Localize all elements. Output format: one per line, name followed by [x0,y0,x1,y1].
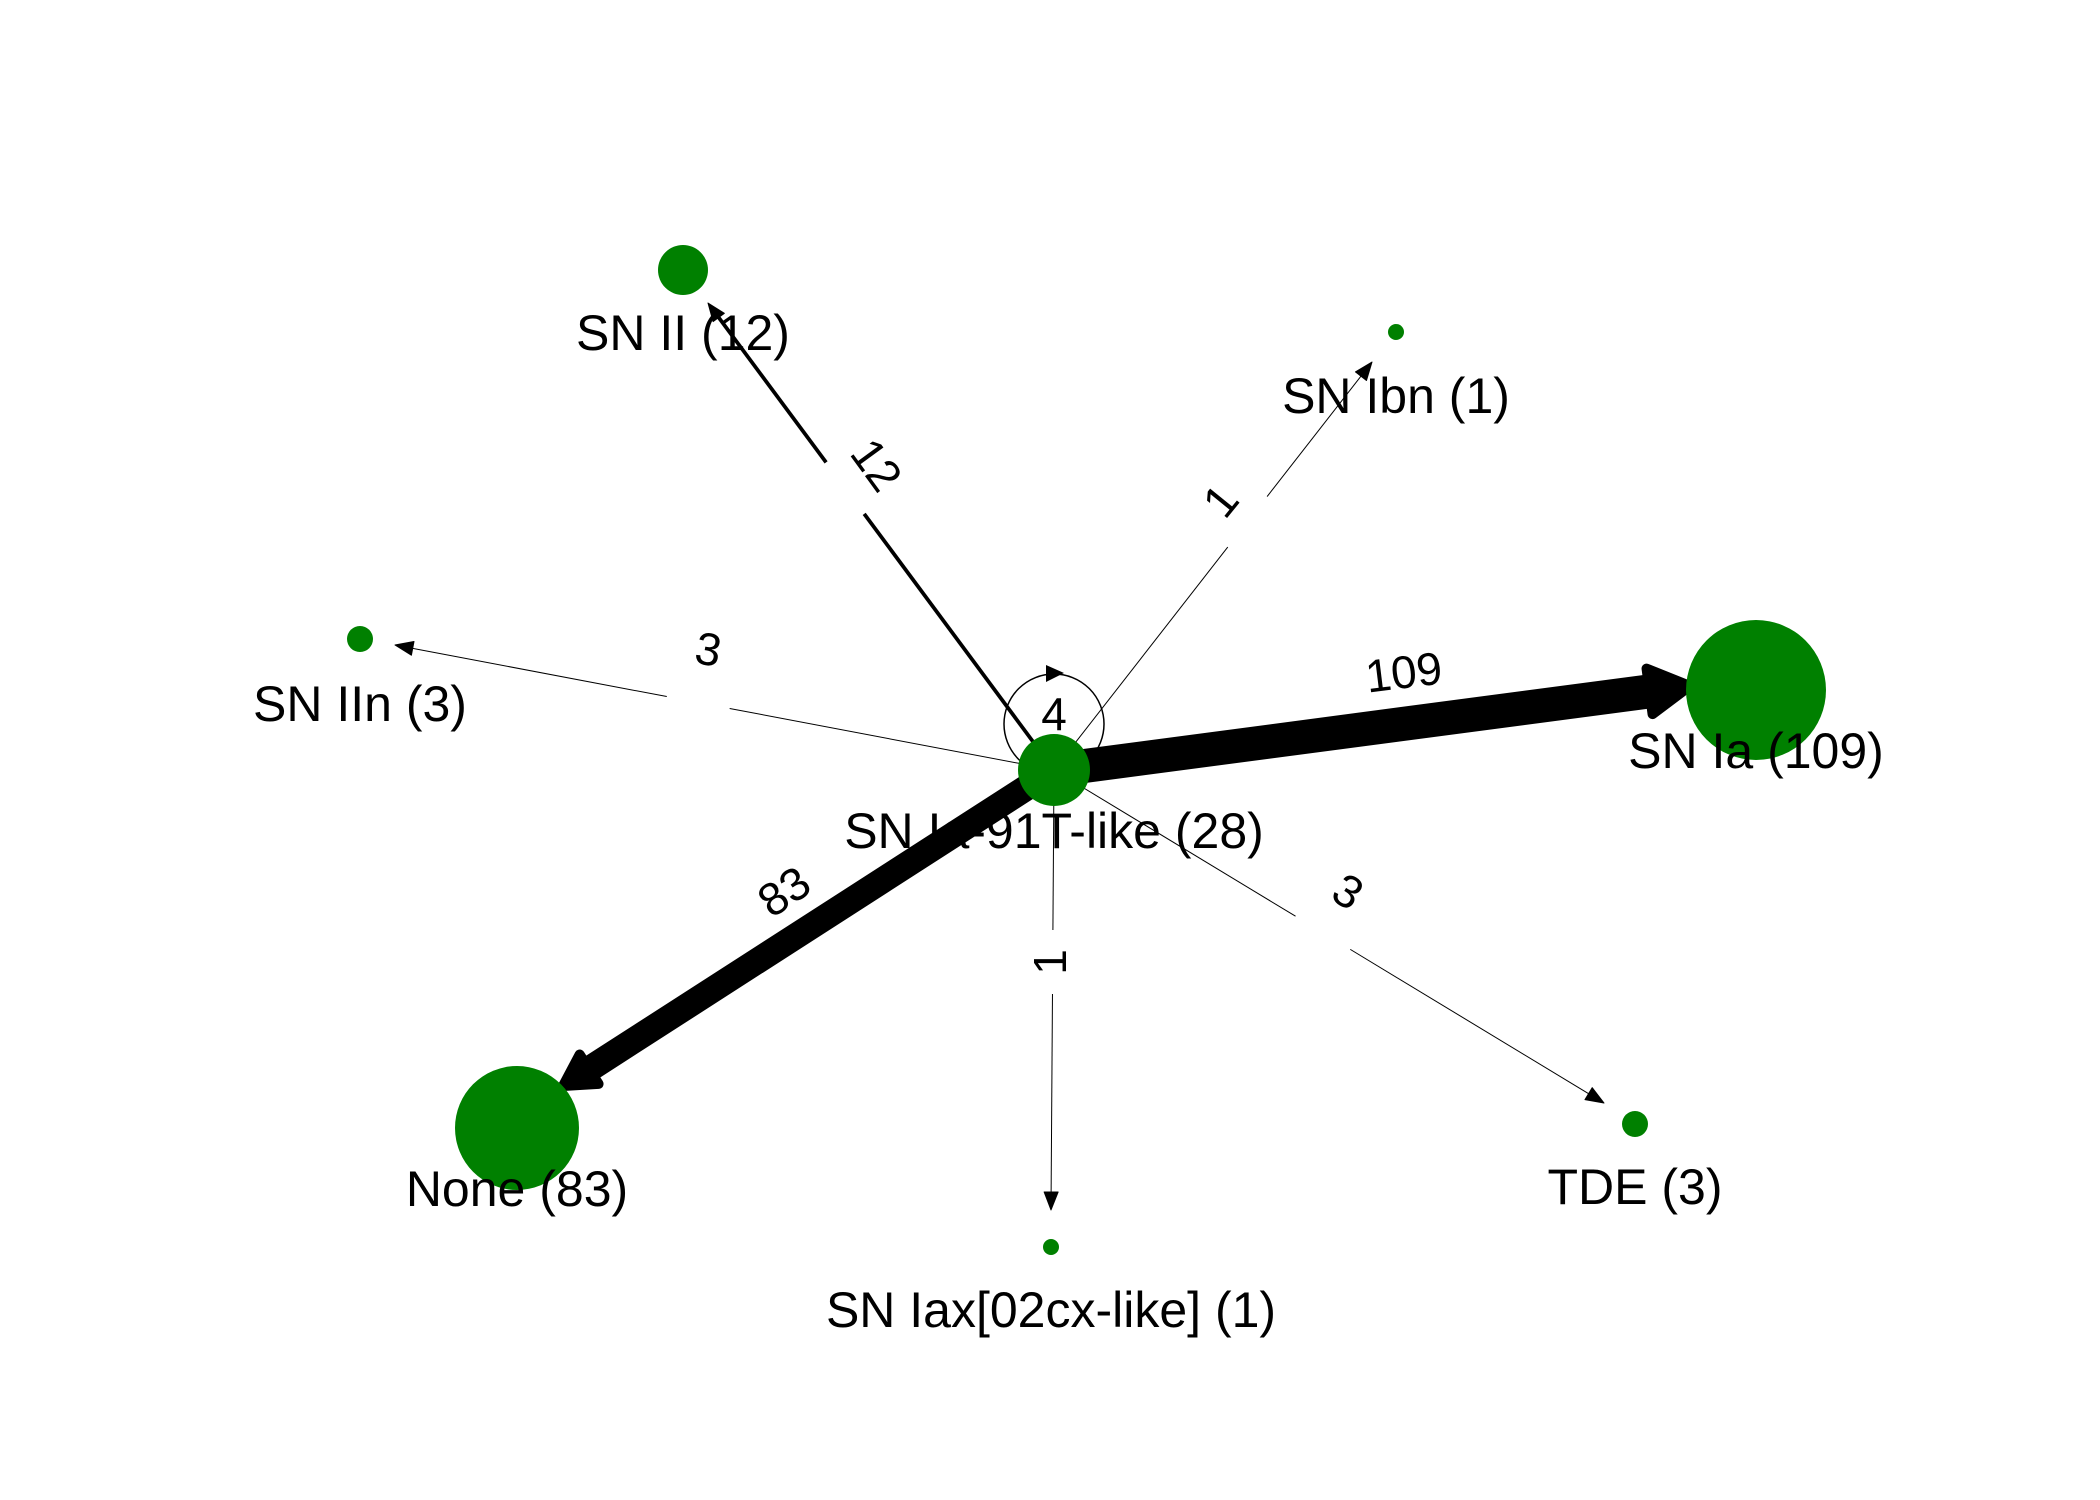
edge-ii-segment-b [717,316,828,464]
edge-ia [1037,674,1667,787]
edge-label-ibn: 1 [1192,474,1249,527]
edge-label-ii: 12 [841,429,913,501]
node-ibn [1388,324,1404,340]
edge-none [576,757,1067,1083]
edge-iin-segment-b [412,647,667,698]
edge-label-self-loop: 4 [1041,688,1067,740]
node-label-ia: SN Ia (109) [1628,723,1884,779]
edge-iax-arrowhead [1043,1191,1059,1211]
node-ia [1686,620,1826,760]
node-iin [347,626,373,652]
node-label-iax: SN Iax[02cx-like] (1) [826,1282,1276,1338]
edge-tde-segment-b [1350,948,1589,1095]
node-label-center: SN Ia-91T-like (28) [844,803,1264,859]
edge-tde-arrowhead [1584,1087,1605,1104]
self-loop-arrowhead [1046,665,1064,682]
edge-ibn-segment-b [1266,375,1362,497]
edge-label-group-tde: 3 [1323,862,1372,920]
edge-label-ia: 109 [1362,642,1445,703]
edge-label-box-none [739,849,827,932]
edge-iin-arrowhead [394,640,415,656]
edge-label-iin: 3 [691,621,725,677]
edge-ii-segment-a [862,512,1056,772]
node-tde [1622,1111,1648,1137]
edge-label-iax: 1 [1024,949,1076,975]
edge-ibn-arrowhead [1354,361,1373,381]
edge-label-group-iax: 1 [1024,949,1076,975]
edge-label-box-ia [1350,638,1457,704]
node-label-ii: SN II (12) [576,305,790,361]
edge-ibn-segment-a [1053,546,1229,771]
edge-label-tde: 3 [1323,862,1372,920]
node-label-ibn: SN Ibn (1) [1282,368,1510,424]
edge-label-group-ii: 12 [841,429,913,501]
node-none [455,1066,579,1190]
edge-iin-segment-a [729,707,1055,771]
node-label-iin: SN IIn (3) [253,676,467,732]
node-center [1018,734,1090,806]
node-label-none: None (83) [406,1161,628,1217]
edge-iax-segment-b [1050,994,1053,1193]
edge-ia-arrowhead [1641,663,1695,720]
node-iax [1043,1239,1059,1255]
node-ii [658,245,708,295]
edge-none-arrowhead [558,1049,604,1091]
node-label-tde: TDE (3) [1548,1159,1723,1215]
nodes-layer [347,245,1826,1255]
edge-label-group-iin: 3 [691,621,725,677]
edge-tde-segment-a [1053,769,1296,917]
edges-layer [394,302,1695,1211]
edge-label-group-ibn: 1 [1192,474,1249,527]
edge-ii-arrowhead [707,302,725,323]
edge-label-group-ia: 109 [1350,638,1457,704]
